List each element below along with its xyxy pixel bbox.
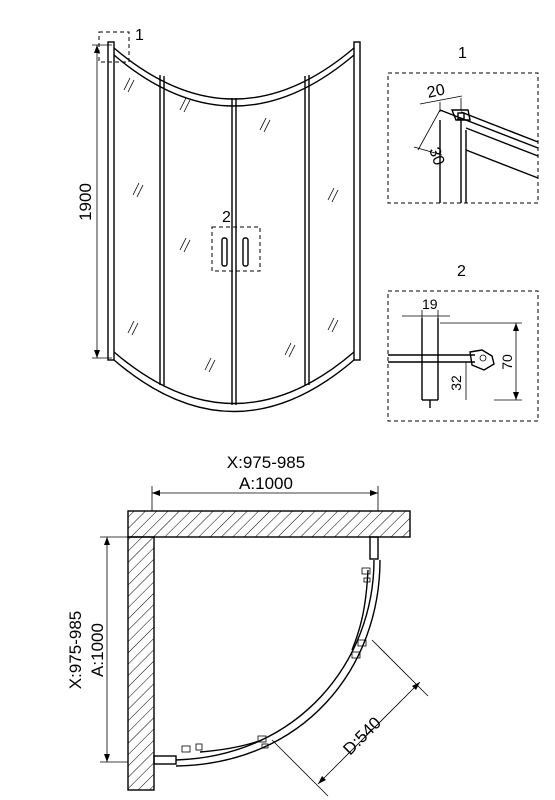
callout-box-2 — [211, 226, 261, 272]
plan-view: X:975-985 A:1000 X:975-985 A:1000 — [66, 453, 429, 797]
plan-width-nominal: A:1000 — [239, 474, 293, 493]
plan-width-range: X:975-985 — [227, 453, 305, 472]
hardware-marks — [181, 567, 371, 753]
callout-label-2: 2 — [222, 209, 231, 226]
detail-1-dim-side: 30 — [425, 145, 447, 168]
top-wall — [127, 510, 411, 538]
plan-depth-nominal: A:1000 — [88, 623, 107, 677]
callout-box-1 — [98, 31, 130, 63]
detail-2: 2 19 70 32 — [387, 263, 539, 422]
detail-2-dim-lower: 32 — [448, 375, 464, 391]
detail-2-title: 2 — [457, 263, 466, 280]
plan-depth-range: X:975-985 — [66, 611, 85, 689]
callout-label-1: 1 — [135, 27, 144, 44]
handle-right — [242, 237, 249, 267]
detail-1-dim-top: 20 — [426, 81, 447, 101]
height-dimension-label: 1900 — [76, 183, 95, 221]
detail-2-dim-width: 19 — [422, 296, 438, 312]
detail-2-dim-height: 70 — [499, 354, 515, 370]
glass-reflections — [123, 77, 339, 373]
handle-left — [221, 237, 228, 267]
plan-door-opening: D:540 — [339, 713, 385, 759]
detail-1-title: 1 — [458, 45, 467, 62]
detail-1: 1 20 30 — [387, 45, 539, 204]
front-view: 1900 — [76, 27, 361, 413]
left-wall — [127, 536, 155, 791]
